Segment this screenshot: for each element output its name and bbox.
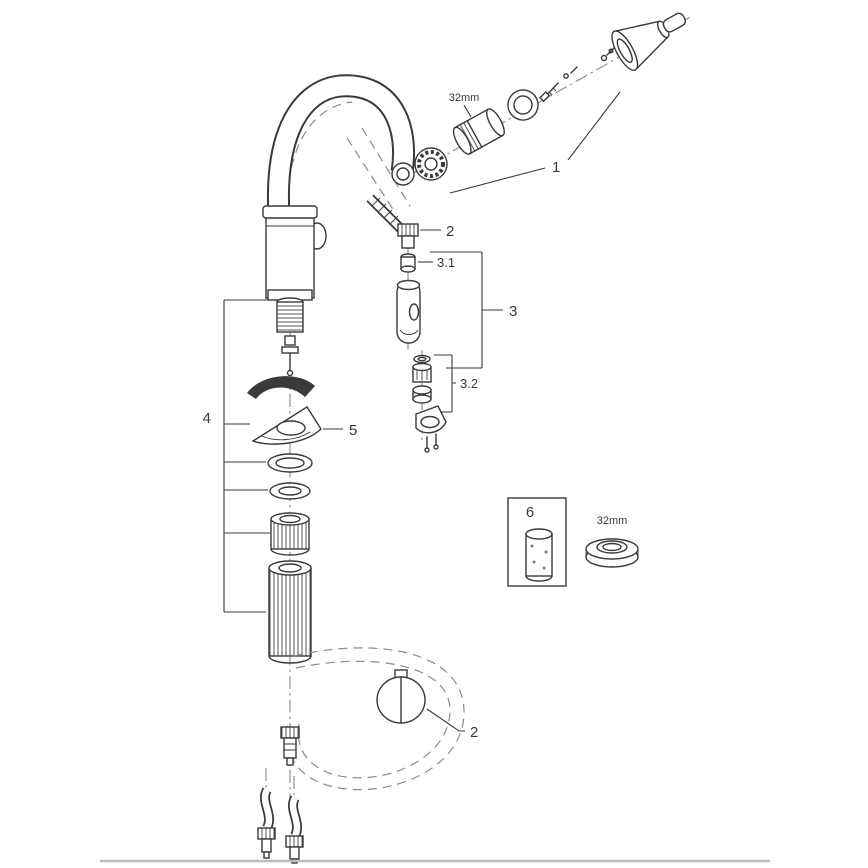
callout-1: 1 xyxy=(552,159,560,176)
callout-2-bottom: 2 xyxy=(470,724,478,741)
spare-part-box-group xyxy=(507,497,639,587)
callout-6: 6 xyxy=(526,504,534,521)
leader-2-bottom xyxy=(426,708,465,732)
hose-nut xyxy=(397,223,419,237)
hose-loop-group xyxy=(257,647,465,864)
callout-5: 5 xyxy=(349,422,357,439)
callout-3: 3 xyxy=(509,303,517,320)
fluted-mounting-tube xyxy=(268,567,312,657)
callout-4: 4 xyxy=(203,410,211,427)
hose-connector xyxy=(280,726,300,739)
leader-32mm-top xyxy=(463,104,472,118)
bracket-3 xyxy=(430,251,503,369)
small-screw xyxy=(539,66,578,103)
faucet-column xyxy=(265,209,315,299)
cartridge-part xyxy=(284,335,296,346)
bracket-4 xyxy=(223,299,274,613)
faucet-collar xyxy=(262,205,318,219)
small-pins xyxy=(600,46,616,62)
size-label-box: 32mm xyxy=(597,515,628,527)
faucet-body-group xyxy=(247,74,416,399)
supply-hose-left xyxy=(257,787,276,859)
callout-3-2: 3.2 xyxy=(460,376,478,391)
seal-ring xyxy=(507,89,539,121)
dimpled-cylinder xyxy=(525,533,553,577)
size-label-top: 32mm xyxy=(449,92,480,104)
callout-3-1: 3.1 xyxy=(437,255,455,270)
threaded-shank xyxy=(276,301,304,333)
spray-head-group xyxy=(366,194,503,453)
supply-hose-right xyxy=(285,795,304,864)
mousseur-cylinder xyxy=(452,108,505,155)
callout-labels: 1 2 3.1 3 3.2 4 5 6 2 32mm 32mm xyxy=(203,92,628,741)
lever-handle xyxy=(247,376,315,399)
bracket-3-2 xyxy=(434,354,456,413)
threaded-ring-32mm xyxy=(585,538,639,568)
mounting-parts-group xyxy=(223,299,343,664)
aerator-exploded-group xyxy=(414,12,687,194)
callout-2-top: 2 xyxy=(446,223,454,240)
hose-guide-cone xyxy=(611,12,687,72)
bracket-1 xyxy=(449,91,621,194)
